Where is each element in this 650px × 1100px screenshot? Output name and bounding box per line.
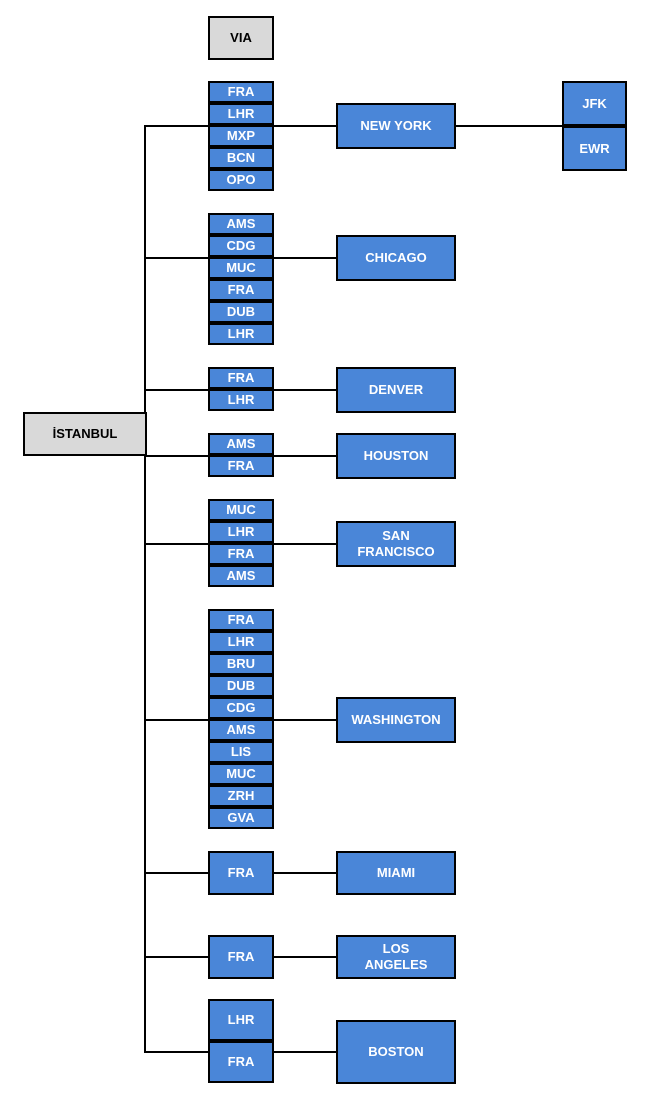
via-airport-box: FRA	[208, 1041, 274, 1083]
destination-airport-box: EWR	[562, 126, 627, 171]
origin-node: İSTANBUL	[23, 412, 147, 456]
via-airport-box: AMS	[208, 719, 274, 741]
destination-city-box: LOS ANGELES	[336, 935, 456, 979]
destination-city-box: MIAMI	[336, 851, 456, 895]
via-airport-box: LHR	[208, 323, 274, 345]
via-airport-box: FRA	[208, 543, 274, 565]
via-airport-box: MUC	[208, 499, 274, 521]
via-airport-box: LHR	[208, 631, 274, 653]
destination-airport-box: JFK	[562, 81, 627, 126]
via-airport-box: AMS	[208, 213, 274, 235]
destination-city-box: BOSTON	[336, 1020, 456, 1084]
trunk-line	[144, 125, 146, 1053]
via-airport-box: FRA	[208, 609, 274, 631]
destination-city-box: HOUSTON	[336, 433, 456, 479]
via-airport-box: FRA	[208, 279, 274, 301]
via-airport-box: DUB	[208, 301, 274, 323]
via-airport-box: ZRH	[208, 785, 274, 807]
destination-city-box: DENVER	[336, 367, 456, 413]
via-airport-box: DUB	[208, 675, 274, 697]
via-airport-box: FRA	[208, 81, 274, 103]
via-header: VIA	[208, 16, 274, 60]
via-airport-box: BRU	[208, 653, 274, 675]
via-airport-box: CDG	[208, 697, 274, 719]
destination-city-box: WASHINGTON	[336, 697, 456, 743]
via-airport-box: AMS	[208, 565, 274, 587]
via-airport-box: BCN	[208, 147, 274, 169]
via-airport-box: GVA	[208, 807, 274, 829]
destination-city-box: SAN FRANCISCO	[336, 521, 456, 567]
via-airport-box: LHR	[208, 389, 274, 411]
via-airport-box: FRA	[208, 455, 274, 477]
via-airport-box: MXP	[208, 125, 274, 147]
via-airport-box: MUC	[208, 763, 274, 785]
via-airport-box: FRA	[208, 935, 274, 979]
via-airport-box: OPO	[208, 169, 274, 191]
via-airport-box: FRA	[208, 851, 274, 895]
via-airport-box: LHR	[208, 521, 274, 543]
via-airport-box: FRA	[208, 367, 274, 389]
via-airport-box: LHR	[208, 103, 274, 125]
destination-city-box: NEW YORK	[336, 103, 456, 149]
via-airport-box: MUC	[208, 257, 274, 279]
airport-connector-line	[456, 125, 562, 127]
via-airport-box: LHR	[208, 999, 274, 1041]
via-airport-box: CDG	[208, 235, 274, 257]
via-airport-box: AMS	[208, 433, 274, 455]
via-airport-box: LIS	[208, 741, 274, 763]
destination-city-box: CHICAGO	[336, 235, 456, 281]
